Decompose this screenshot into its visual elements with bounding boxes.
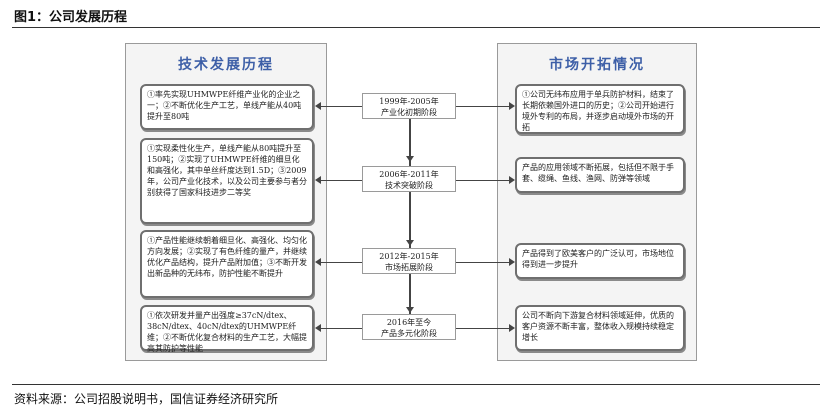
tech-item-1: ①率先实现UHMWPE纤维产业化的企业之一；②不断优化生产工艺，单线产能从40吨… (140, 84, 314, 130)
market-item-3: 产品得到了欧美客户的广泛认可，市场地位得到进一步提升 (515, 243, 685, 279)
right-arrow-icon (509, 258, 515, 266)
tech-panel-title: 技术发展历程 (178, 57, 274, 73)
connector-line (320, 180, 362, 181)
left-arrow-icon (315, 176, 321, 184)
stage-2-period: 2006年-2011年 (379, 170, 439, 179)
left-arrow-icon (315, 102, 321, 110)
stage-2: 2006年-2011年 技术突破阶段 (362, 166, 456, 192)
figure-title: 图1：公司发展历程 (14, 10, 128, 25)
stage-4-name: 产品多元化阶段 (381, 329, 437, 338)
right-arrow-icon (509, 102, 515, 110)
stage-1-period: 1999年-2005年 (379, 97, 439, 106)
connector-line (456, 180, 510, 181)
market-item-4: 公司不断向下游复合材料领域延伸，优质的客户资源不断丰富，整体收入规模持续稳定增长 (515, 305, 685, 351)
stage-4-period: 2016年至今 (386, 318, 432, 327)
right-arrow-icon (509, 324, 515, 332)
tech-item-4: ①依次研发并量产出强度≥37cN/dtex、38cN/dtex、40cN/dte… (140, 305, 314, 353)
connector-line (320, 262, 362, 263)
stage-1-name: 产业化初期阶段 (381, 108, 437, 117)
stage-2-name: 技术突破阶段 (385, 181, 433, 190)
tech-item-3: ①产品性能继续朝着细旦化、高强化、均匀化方向发展；②实现了有色纤维的量产，并继续… (140, 230, 314, 298)
source-note: 资料来源：公司招股说明书，国信证券经济研究所 (14, 392, 279, 406)
right-arrow-icon (509, 176, 515, 184)
bottom-rule (12, 384, 820, 385)
left-arrow-icon (315, 258, 321, 266)
connector-line (320, 328, 362, 329)
tech-item-2: ①实现柔性化生产，单线产能从80吨提升至150吨；②实现了UHMWPE纤维的细旦… (140, 138, 314, 224)
stage-3-period: 2012年-2015年 (379, 252, 439, 261)
connector-line (320, 106, 362, 107)
timeline-spine (409, 93, 411, 338)
stage-3: 2012年-2015年 市场拓展阶段 (362, 248, 456, 274)
connector-line (456, 106, 510, 107)
left-arrow-icon (315, 324, 321, 332)
market-item-2: 产品的应用领域不断拓展，包括但不限于手套、缆绳、鱼线、渔网、防弹等领域 (515, 157, 685, 193)
stage-4: 2016年至今 产品多元化阶段 (362, 314, 456, 340)
market-panel-title: 市场开拓情况 (549, 57, 645, 73)
market-item-1: ①公司无纬布应用于单兵防护材料，结束了长期依赖国外进口的历史；②公司开始进行境外… (515, 84, 685, 134)
connector-line (456, 262, 510, 263)
top-rule (12, 27, 820, 28)
down-arrow-icon (406, 240, 414, 246)
connector-line (456, 328, 510, 329)
stage-3-name: 市场拓展阶段 (385, 263, 433, 272)
stage-1: 1999年-2005年 产业化初期阶段 (362, 93, 456, 119)
down-arrow-icon (406, 156, 414, 162)
down-arrow-icon (406, 307, 414, 313)
